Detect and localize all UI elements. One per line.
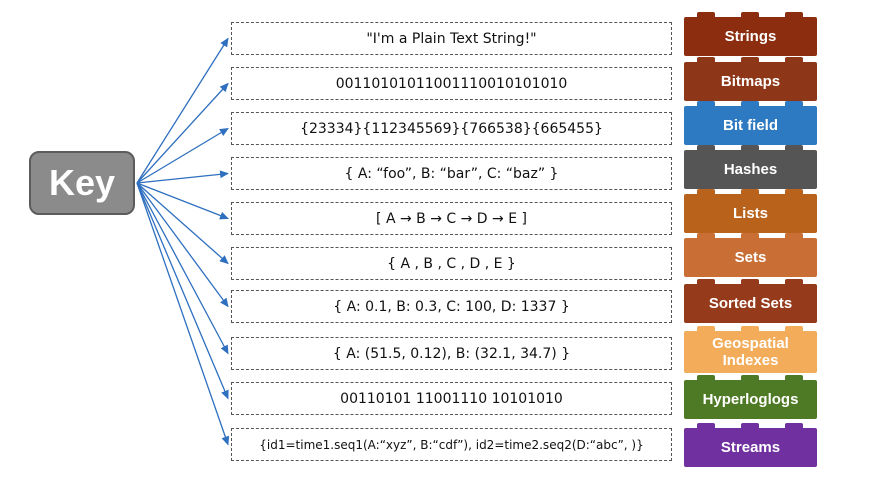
brick-stud (785, 189, 803, 195)
arrow (136, 182, 229, 400)
brick-bitmaps: Bitmaps (684, 57, 817, 101)
brick-stud (697, 101, 715, 107)
value-box: {23334}{112345569}{766538}{665455} (231, 112, 672, 145)
value-text: 00110101011001110010101010 (335, 75, 568, 92)
brick-label: Geospatial Indexes (684, 331, 817, 373)
brick-stud (697, 233, 715, 239)
brick-label: Bitmaps (684, 62, 817, 101)
brick-label: Strings (684, 17, 817, 56)
brick-stud (697, 326, 715, 332)
key-label: Key (48, 162, 116, 203)
brick-stud (741, 375, 759, 381)
value-text: { A: (51.5, 0.12), B: (32.1, 34.7) } (332, 345, 571, 362)
arrow (136, 182, 229, 308)
value-box: { A: “foo”, B: “bar”, C: “baz” } (231, 157, 672, 190)
value-box: [ A → B → C → D → E ] (231, 202, 672, 235)
brick-strings: Strings (684, 12, 817, 56)
brick-stud (785, 101, 803, 107)
value-box: {id1=time1.seq1(A:“xyz”, B:“cdf”), id2=t… (231, 428, 672, 461)
brick-stud (697, 189, 715, 195)
brick-lists: Lists (684, 189, 817, 233)
brick-label: Sets (684, 238, 817, 277)
value-text: { A: “foo”, B: “bar”, C: “baz” } (344, 165, 559, 182)
brick-stud (697, 423, 715, 429)
brick-stud (741, 423, 759, 429)
brick-stud (697, 12, 715, 18)
arrow (136, 82, 229, 184)
value-box: "I'm a Plain Text String!" (231, 22, 672, 55)
brick-stud (741, 145, 759, 151)
brick-hyperloglogs: Hyperloglogs (684, 375, 817, 419)
brick-bit-field: Bit field (684, 101, 817, 145)
arrow (136, 37, 229, 184)
brick-label: Hyperloglogs (684, 380, 817, 419)
value-box: { A , B , C , D , E } (231, 247, 672, 280)
brick-stud (785, 375, 803, 381)
brick-geospatial-indexes: Geospatial Indexes (684, 326, 817, 373)
brick-label: Lists (684, 194, 817, 233)
brick-stud (697, 145, 715, 151)
arrow (136, 182, 230, 446)
arrow (136, 127, 229, 184)
arrow (136, 182, 229, 220)
brick-stud (785, 12, 803, 18)
value-text: 00110101 11001110 10101010 (340, 390, 563, 407)
brick-sets: Sets (684, 233, 817, 277)
value-box: { A: (51.5, 0.12), B: (32.1, 34.7) } (231, 337, 672, 370)
brick-stud (697, 57, 715, 63)
brick-stud (741, 279, 759, 285)
value-text: {id1=time1.seq1(A:“xyz”, B:“cdf”), id2=t… (259, 437, 644, 452)
value-text: [ A → B → C → D → E ] (376, 210, 527, 227)
brick-label: Streams (684, 428, 817, 467)
value-box: { A: 0.1, B: 0.3, C: 100, D: 1337 } (231, 290, 672, 323)
brick-stud (785, 423, 803, 429)
value-box: 00110101011001110010101010 (231, 67, 672, 100)
brick-sorted-sets: Sorted Sets (684, 279, 817, 323)
arrow (136, 170, 229, 184)
brick-stud (697, 279, 715, 285)
arrow (136, 182, 229, 355)
brick-label: Sorted Sets (684, 284, 817, 323)
brick-stud (741, 326, 759, 332)
value-text: {23334}{112345569}{766538}{665455} (300, 120, 603, 137)
brick-stud (785, 279, 803, 285)
brick-stud (741, 12, 759, 18)
brick-stud (785, 233, 803, 239)
brick-stud (741, 233, 759, 239)
brick-stud (785, 57, 803, 63)
brick-stud (697, 375, 715, 381)
value-text: "I'm a Plain Text String!" (366, 30, 537, 47)
brick-stud (741, 57, 759, 63)
brick-stud (741, 189, 759, 195)
arrow (136, 182, 229, 265)
brick-hashes: Hashes (684, 145, 817, 189)
brick-stud (741, 101, 759, 107)
value-text: { A , B , C , D , E } (387, 255, 516, 272)
brick-stud (785, 145, 803, 151)
key-node: Key (29, 151, 135, 215)
value-box: 00110101 11001110 10101010 (231, 382, 672, 415)
brick-streams: Streams (684, 423, 817, 467)
value-text: { A: 0.1, B: 0.3, C: 100, D: 1337 } (333, 298, 570, 315)
brick-label: Bit field (684, 106, 817, 145)
brick-stud (785, 326, 803, 332)
brick-label: Hashes (684, 150, 817, 189)
